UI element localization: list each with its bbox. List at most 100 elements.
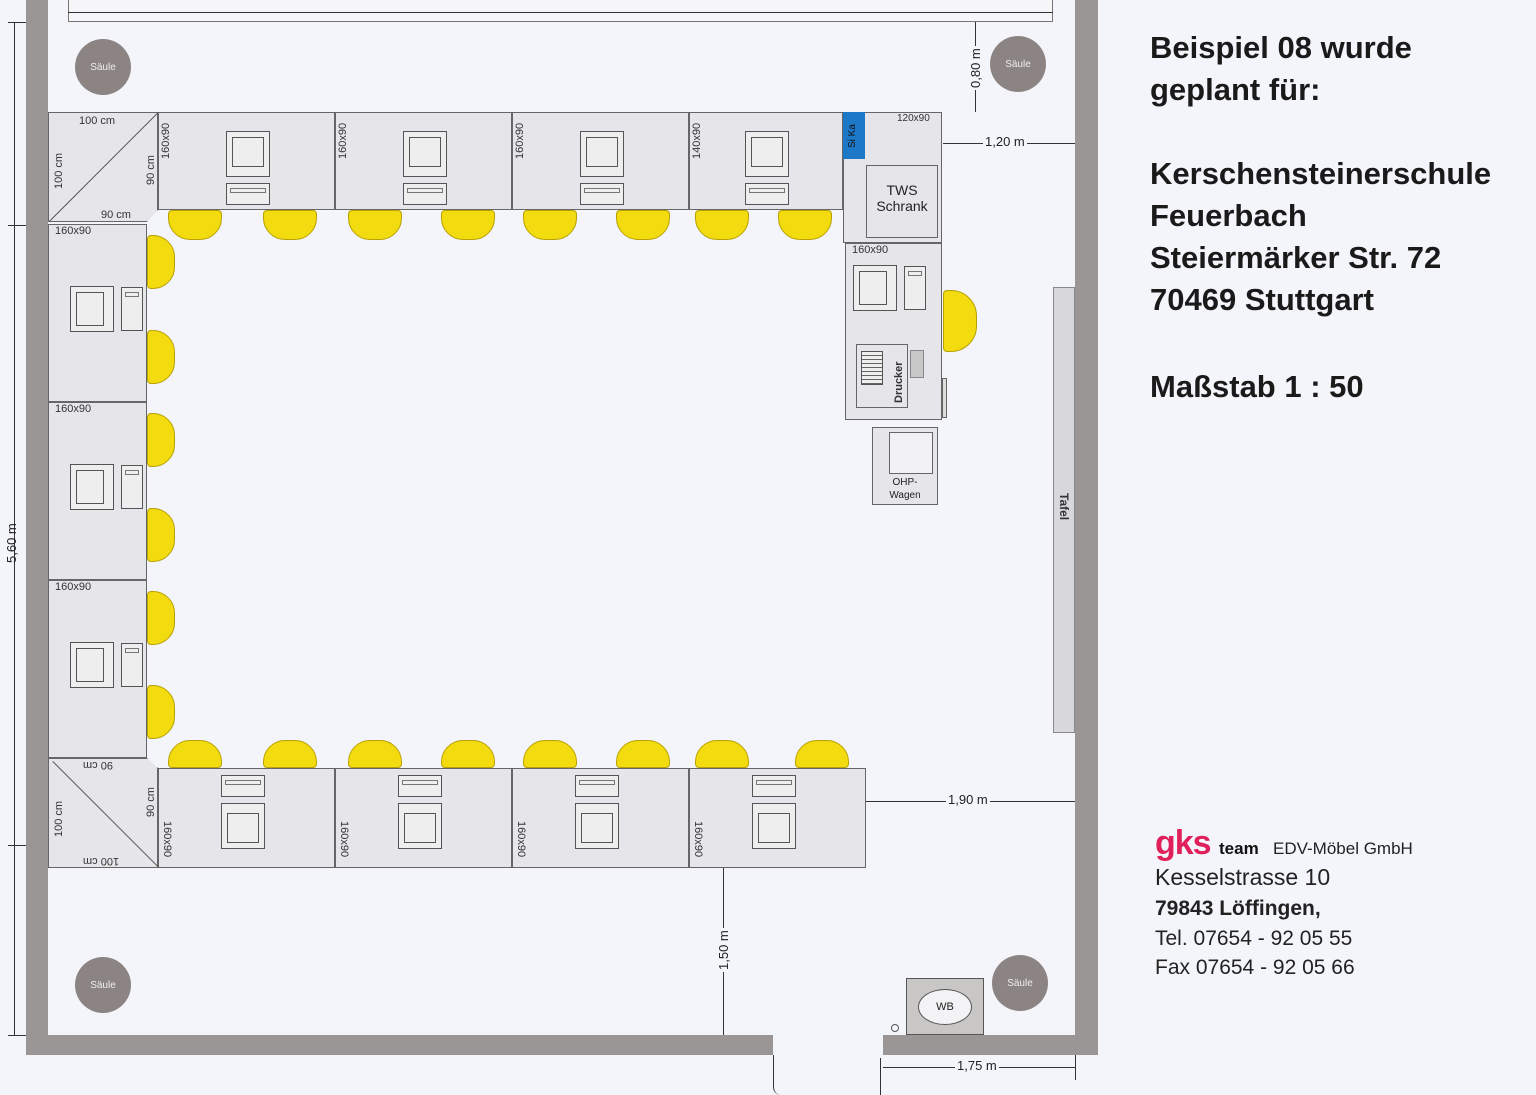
chair — [795, 740, 849, 768]
chair — [147, 330, 175, 384]
monitor-icon — [70, 464, 114, 510]
board-tafel: Tafel — [1053, 287, 1075, 733]
desk-size-label: 160x90 — [338, 821, 350, 858]
corner-bottom-label: 100 cm — [83, 855, 120, 867]
cabinet-size-label: 120x90 — [897, 113, 930, 124]
chair — [263, 740, 317, 768]
keyboard-icon — [752, 775, 796, 797]
vendor-logo-team: team — [1219, 839, 1259, 858]
dimension-tick — [1075, 1055, 1076, 1080]
desk-size-label: 160x90 — [160, 122, 172, 159]
chair — [348, 740, 402, 768]
vendor-logo-gks: gks — [1155, 824, 1212, 862]
monitor-icon — [752, 803, 796, 849]
dimension-top-gap: 0,80 m — [968, 46, 983, 90]
corner-top-label: 100 cm — [79, 115, 116, 127]
desk-left: 160x90 — [48, 402, 147, 580]
monitor-icon — [745, 131, 789, 177]
chair — [348, 210, 402, 240]
corner-inner-bottom-label: 90 cm — [101, 209, 131, 221]
dimension-right-gap-top: 1,20 m — [983, 134, 1027, 149]
keyboard-icon — [121, 643, 143, 687]
wall-right — [1075, 0, 1098, 1055]
chair — [695, 210, 749, 240]
keyboard-icon — [221, 775, 265, 797]
desk-top: 160x90 — [335, 112, 512, 210]
keyboard-icon — [904, 266, 926, 310]
chair — [695, 740, 749, 768]
corner-left-label: 100 cm — [53, 152, 65, 189]
tws-label-1: TWS — [886, 182, 918, 198]
chair — [168, 210, 222, 240]
chair — [778, 210, 832, 240]
keyboard-icon — [402, 183, 447, 205]
corner-diagonal — [49, 112, 158, 222]
chair — [147, 685, 175, 739]
desk-left: 160x90 — [48, 580, 147, 758]
chair — [147, 235, 175, 289]
door-swing — [773, 1055, 781, 1095]
corner-desk-bottom: 90 cm 100 cm 90 cm 100 cm — [48, 758, 158, 868]
client-city: 70469 Stuttgart — [1150, 282, 1374, 317]
washbasin-label: WB — [918, 989, 972, 1025]
corner-inner-right-label: 90 cm — [145, 155, 157, 185]
teacher-chair — [943, 290, 977, 352]
monitor-icon — [70, 286, 114, 332]
chair — [523, 210, 577, 240]
tap-icon — [891, 1024, 899, 1032]
desk-left: 160x90 — [48, 224, 147, 402]
dimension-room-depth: 5,60 m — [4, 523, 19, 563]
chair — [147, 591, 175, 645]
vendor-company: EDV-Möbel GmbH — [1273, 839, 1413, 858]
corner-left-label: 100 cm — [53, 800, 65, 837]
monitor-icon — [70, 642, 114, 688]
wall-bottom-left — [26, 1035, 773, 1055]
corner-inner-right-label: 90 cm — [145, 787, 157, 817]
column-saeule: Säule — [990, 36, 1046, 92]
ohp-label-1: OHP- — [892, 477, 918, 488]
ohp-projector — [889, 432, 933, 474]
vendor-street: Kesselstrasse 10 — [1155, 864, 1331, 890]
desk-top: 160x90 — [158, 112, 335, 210]
monitor-icon — [225, 131, 270, 177]
desk-bottom: 160x90 — [335, 768, 512, 868]
column-saeule: Säule — [992, 955, 1048, 1011]
desk-size-label: 160x90 — [55, 581, 92, 593]
scale-label: Maßstab 1 : 50 — [1150, 369, 1364, 404]
desk-size-label: 160x90 — [55, 403, 92, 415]
chair — [168, 740, 222, 768]
window-line — [68, 12, 1053, 13]
keyboard-icon — [579, 183, 624, 205]
keyboard-icon — [398, 775, 442, 797]
si-ka-label: Si Ka — [847, 124, 858, 148]
corner-top-label: 90 cm — [83, 759, 113, 771]
column-saeule: Säule — [75, 39, 131, 95]
chair — [441, 740, 495, 768]
window-strip — [68, 0, 1053, 22]
dimension-right-gap-bottom: 1,90 m — [946, 792, 990, 807]
desk-side-unit — [942, 378, 947, 418]
desk-top: 140x90 — [689, 112, 843, 210]
dimension-tick — [8, 1035, 26, 1036]
dimension-tick — [8, 845, 26, 846]
si-ka-cabinet: Si Ka — [843, 112, 865, 159]
vendor-city: 79843 Löffingen, — [1155, 897, 1321, 920]
column-saeule: Säule — [75, 957, 131, 1013]
vendor-block: gks team EDV-Möbel GmbH Kesselstrasse 10… — [1155, 824, 1413, 982]
monitor-icon — [402, 131, 447, 177]
chair — [616, 740, 670, 768]
wall-bottom-right — [883, 1035, 1098, 1055]
chair — [441, 210, 495, 240]
keyboard-icon — [121, 465, 143, 509]
printer-tray-icon — [861, 351, 883, 385]
desk-size-label: 160x90 — [515, 821, 527, 858]
client-district: Feuerbach — [1150, 198, 1307, 233]
monitor-icon — [221, 803, 265, 849]
client-address: Kerschensteinerschule Feuerbach Steiermä… — [1150, 153, 1491, 321]
dimension-tick — [8, 22, 26, 23]
ohp-wagen: OHP-Wagen — [872, 427, 938, 505]
corner-desk-top: 100 cm 100 cm 90 cm 90 cm — [48, 112, 158, 222]
desk-size-label: 160x90 — [514, 122, 526, 159]
